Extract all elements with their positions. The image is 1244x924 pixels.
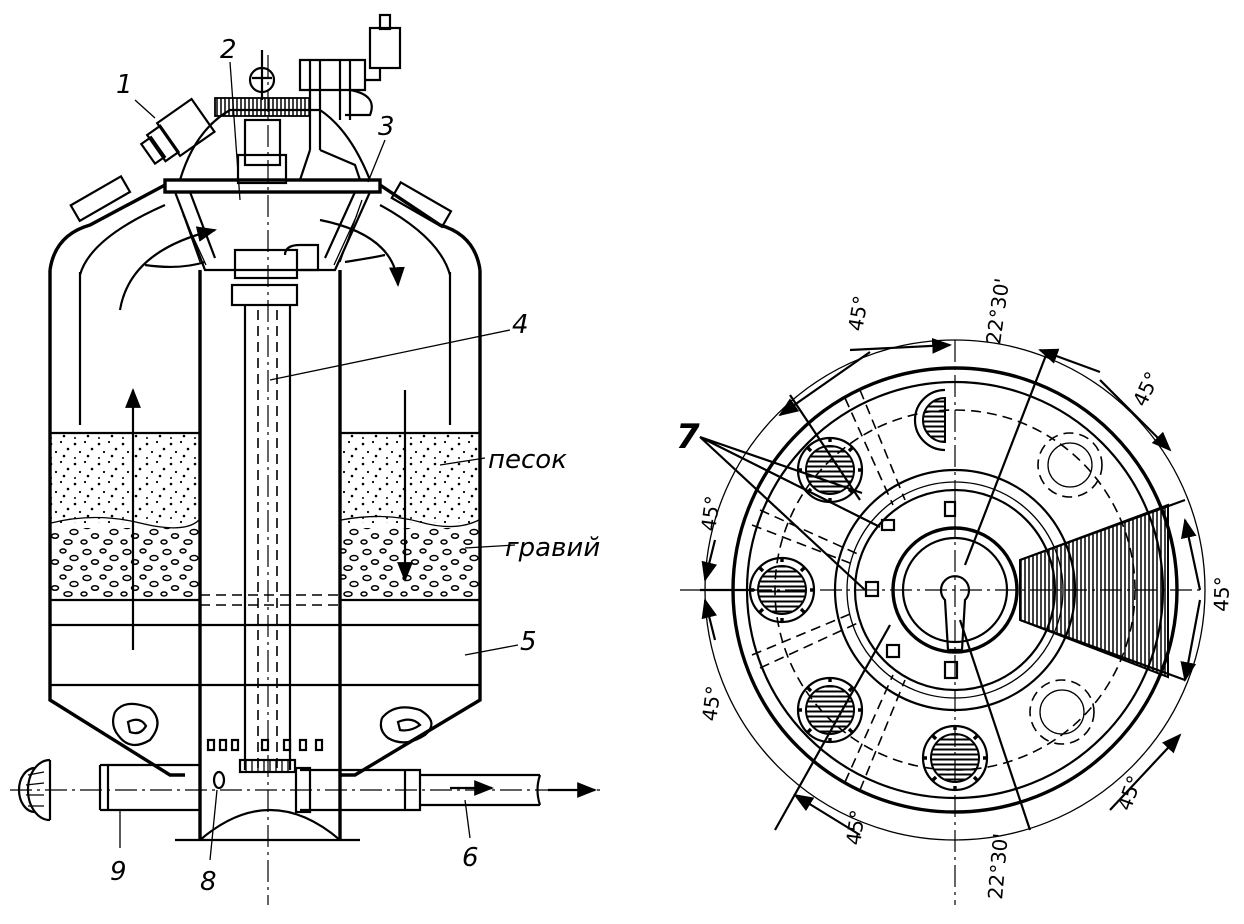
motor	[368, 26, 402, 70]
filter-caps	[748, 388, 989, 792]
angle-bottom-right: 45°	[1112, 772, 1147, 814]
vessel-plan-view: 7 45° 22°30' 45° 45° 45° 45° 45° 22°30' …	[676, 277, 1234, 905]
angle-top-left: 45°	[843, 294, 873, 333]
label-8: 8	[200, 867, 217, 897]
gravel-layer-left	[51, 528, 199, 600]
label-6: 6	[462, 843, 479, 873]
label-3: 3	[378, 112, 395, 142]
empty-cap-upper	[1037, 432, 1103, 498]
sand-layer-left	[51, 433, 199, 523]
label-sand: песок	[488, 445, 567, 475]
bottom-slots	[206, 738, 324, 752]
label-5: 5	[520, 627, 537, 657]
angle-left-upper: 45°	[696, 494, 725, 532]
label-gravel: гравий	[505, 533, 600, 563]
angle-top-center: 22°30'	[981, 277, 1014, 346]
vessel-top-right	[379, 183, 482, 271]
label-7: 7	[676, 417, 700, 457]
label-1: 1	[116, 70, 133, 100]
inlet-pipe	[98, 763, 200, 812]
angle-bottom-center: 22°30'	[983, 832, 1013, 900]
gravel-layer-right	[341, 528, 479, 600]
angle-top-right: 45°	[1128, 368, 1165, 410]
hatched-sector	[1019, 503, 1169, 679]
keyhole-outlet	[939, 575, 971, 652]
cover-plate	[163, 178, 382, 194]
angle-left-lower: 45°	[697, 684, 726, 722]
slot	[880, 518, 896, 532]
angle-right: 45°	[1209, 576, 1234, 612]
right-top-flange	[390, 180, 453, 229]
left-manhole	[111, 702, 159, 747]
angle-bottom-left: 45°	[841, 808, 870, 846]
central-column	[198, 270, 342, 840]
left-top-flange	[69, 174, 132, 223]
label-2: 2	[220, 35, 237, 65]
central-hub	[891, 526, 1019, 654]
label-9: 9	[110, 857, 127, 887]
vessel-shell	[48, 270, 482, 777]
airlift-tube	[243, 305, 292, 770]
outlet-pipe	[300, 768, 542, 812]
vessel-section-view: 1 2 3 4 песок гравий 5 6 8 9	[10, 13, 600, 905]
gear-housing	[214, 97, 311, 117]
right-manhole	[379, 706, 433, 744]
label-4: 4	[512, 310, 529, 340]
side-flange	[26, 758, 52, 822]
inclined-nozzle	[139, 97, 217, 166]
empty-cap-lower	[1029, 679, 1095, 745]
sand-layer-right	[341, 433, 479, 523]
vessel-top-left	[48, 183, 166, 271]
